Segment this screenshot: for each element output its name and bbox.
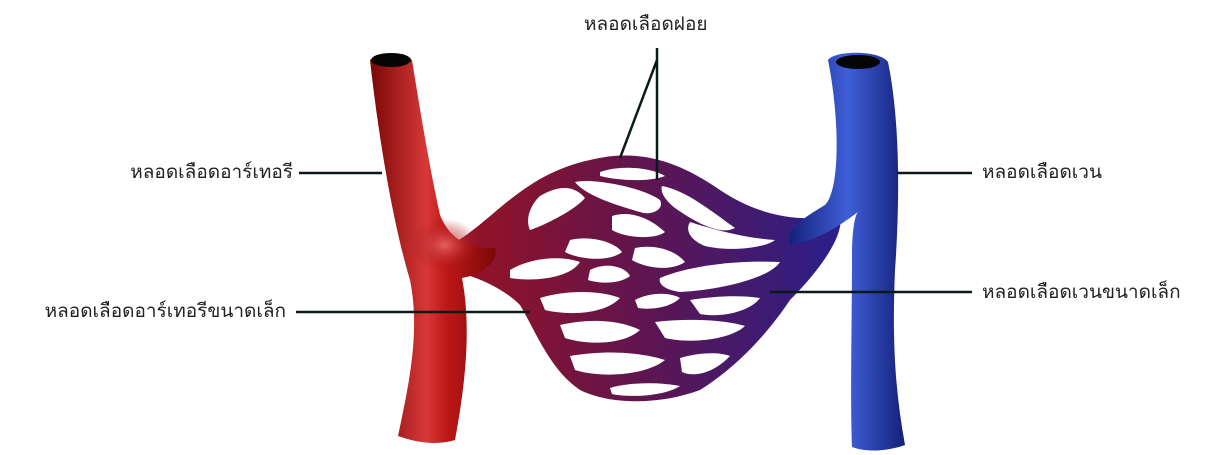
artery-junction-highlight	[410, 219, 480, 271]
label-capillary: หลอดเลือดฝอย	[584, 12, 707, 36]
artery-lumen	[371, 53, 411, 67]
label-vein: หลอดเลือดเวน	[982, 160, 1102, 184]
label-venule: หลอดเลือดเวนขนาดเล็ก	[982, 280, 1181, 304]
vein-lumen	[836, 55, 880, 69]
label-artery: หลอดเลือดอาร์เทอรี	[130, 160, 293, 184]
label-arteriole: หลอดเลือดอาร์เทอรีขนาดเล็ก	[45, 299, 286, 323]
